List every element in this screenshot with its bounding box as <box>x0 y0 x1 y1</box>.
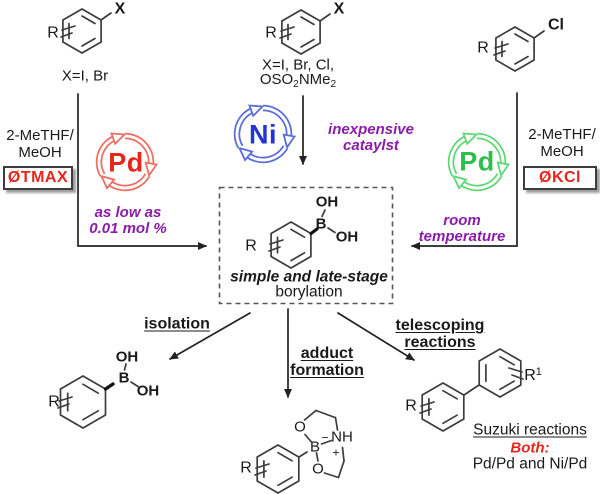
pd-catalyst-label-right: Pd <box>459 146 495 177</box>
box-caption: borylation <box>275 283 343 301</box>
pd-catalytic-cycle-red <box>95 132 159 192</box>
halide-scope-note-middle-line1: X=I, Br, Cl, <box>261 56 335 74</box>
adduct-plus-charge: + <box>332 445 340 460</box>
aryl-chloride-cl-label: Cl <box>548 16 564 34</box>
adduct-nh-label: NH <box>331 428 353 446</box>
isolation-label: isolation <box>144 315 210 333</box>
pd-catalytic-cycle-green <box>447 132 511 192</box>
isolated-oh-right-label: OH <box>136 382 160 400</box>
boronic-acid-oh-top-label: OH <box>315 193 339 211</box>
aryl-halide-left-r-label: R <box>47 24 59 42</box>
boronic-acid-b-label: B <box>315 215 327 233</box>
ni-catalyst-label: Ni <box>249 119 277 150</box>
isolated-b-label: B <box>118 369 130 387</box>
both-label: Both: <box>510 439 550 457</box>
adduct-b-label: B <box>309 438 321 456</box>
boronic-acid-oh-right-label: OH <box>335 228 359 246</box>
aryl-halide-middle-x-label: X <box>333 0 345 18</box>
no-tmax-badge: ØTMAX <box>3 166 73 190</box>
catalyst-combinations-label: Pd/Pd and Ni/Pd <box>472 455 588 473</box>
biaryl-r1-label: R1 <box>524 366 542 384</box>
aryl-chloride-r-label: R <box>477 39 489 57</box>
solvent-note-right: 2-MeTHF/MeOH <box>528 126 596 160</box>
isolated-r-label: R <box>48 393 60 411</box>
box-caption-emphasis: simple and late-stage <box>230 268 388 286</box>
biaryl-r-label: R <box>405 397 417 415</box>
adduct-r-label: R <box>240 459 252 477</box>
aryl-halide-left-x-label: X <box>114 0 126 18</box>
halide-scope-note-middle-line2: OSO2NMe2 <box>259 70 337 91</box>
aryl-halide-middle-r-label: R <box>265 24 277 42</box>
adduct-o-top-label: O <box>294 418 306 436</box>
boronic-acid-r-label: R <box>245 237 257 255</box>
halide-scope-note-left: X=I, Br <box>61 67 109 85</box>
ni-catalytic-cycle-blue <box>233 104 297 164</box>
pd-catalyst-label-left: Pd <box>108 147 144 178</box>
solvent-note-left: 2-MeTHF/MeOH <box>6 127 74 161</box>
suzuki-reactions-label: Suzuki reactions <box>473 421 587 439</box>
adduct-minus-charge: − <box>321 430 329 445</box>
adduct-o-bottom-label: O <box>312 460 324 478</box>
no-kcl-badge: ØKCl <box>523 166 597 190</box>
isolated-oh-top-label: OH <box>115 348 139 366</box>
